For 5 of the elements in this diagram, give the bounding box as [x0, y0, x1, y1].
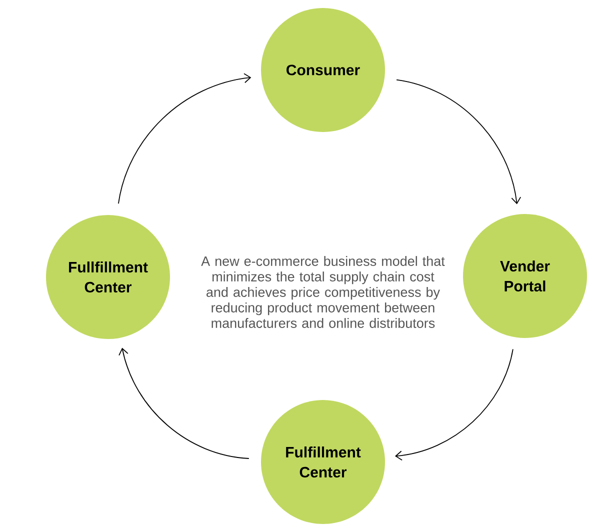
- description-text: A new e-commerce business model that minimizes the total supply chain cost and achieves price competitiveness by reducing product movement between manufacturers and online distributors: [201, 256, 445, 328]
- arrow: [396, 79, 522, 204]
- arrow: [118, 73, 252, 204]
- arrow: [118, 348, 250, 459]
- arrow: [394, 348, 514, 461]
